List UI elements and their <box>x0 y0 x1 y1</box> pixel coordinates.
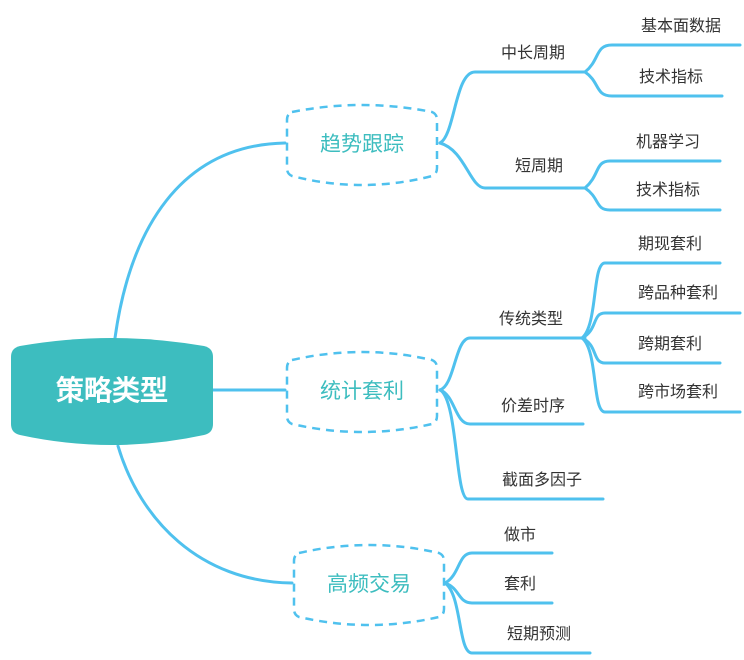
node-spread-timeseries[interactable]: 价差时序 <box>501 396 565 415</box>
link-hft-predict <box>443 581 592 655</box>
link-stat-traditional <box>438 336 587 392</box>
link-trad-cross-product <box>580 311 742 340</box>
link-trend-short <box>438 141 587 190</box>
branch-node-stat-shape <box>285 350 439 434</box>
root-node-shape <box>11 338 213 445</box>
node-cash-futures-arb[interactable]: 期现套利 <box>638 234 702 253</box>
branch-node-trend[interactable]: 趋势跟踪 <box>285 103 439 187</box>
link-trad-cash <box>580 261 722 340</box>
link-hft-mm <box>443 551 554 585</box>
branch-node-stat[interactable]: 统计套利 <box>285 350 439 434</box>
node-short-tech-indicator[interactable]: 技术指标 <box>636 180 700 199</box>
link-short-tech <box>583 186 722 212</box>
link-root-hft <box>116 444 294 585</box>
node-machine-learning[interactable]: 机器学习 <box>636 132 700 151</box>
node-calendar-arb[interactable]: 跨期套利 <box>638 334 702 353</box>
branch-label-hft: 高频交易 <box>327 572 411 596</box>
node-short-term-prediction[interactable]: 短期预测 <box>507 624 571 643</box>
node-long-period[interactable]: 中长周期 <box>501 43 565 62</box>
node-hft-arbitrage[interactable]: 套利 <box>504 574 536 593</box>
link-short-ml <box>583 159 722 190</box>
node-short-period[interactable]: 短周期 <box>515 156 563 175</box>
node-long-tech-indicator[interactable]: 技术指标 <box>639 67 703 86</box>
branch-node-trend-shape <box>285 103 439 187</box>
link-trad-cross-market <box>580 336 742 414</box>
branch-label-trend: 趋势跟踪 <box>320 132 404 156</box>
link-root-trend <box>113 141 287 340</box>
node-market-making[interactable]: 做市 <box>504 525 536 544</box>
link-trend-long <box>438 70 587 145</box>
branch-label-stat: 统计套利 <box>320 379 404 403</box>
node-cross-product-arb[interactable]: 跨品种套利 <box>638 283 718 302</box>
branch-node-hft-shape <box>292 543 446 627</box>
node-fundamental-data[interactable]: 基本面数据 <box>641 16 721 35</box>
link-long-fundamental <box>583 43 742 74</box>
link-long-tech <box>583 70 724 98</box>
branch-node-hft[interactable]: 高频交易 <box>292 543 446 627</box>
root-node[interactable]: 策略类型 <box>11 338 213 445</box>
node-cross-section-multifactor[interactable]: 截面多因子 <box>502 470 582 489</box>
node-traditional[interactable]: 传统类型 <box>499 309 563 328</box>
link-stat-multifactor <box>438 388 605 501</box>
root-label: 策略类型 <box>56 374 168 407</box>
node-cross-market-arb[interactable]: 跨市场套利 <box>638 382 718 401</box>
